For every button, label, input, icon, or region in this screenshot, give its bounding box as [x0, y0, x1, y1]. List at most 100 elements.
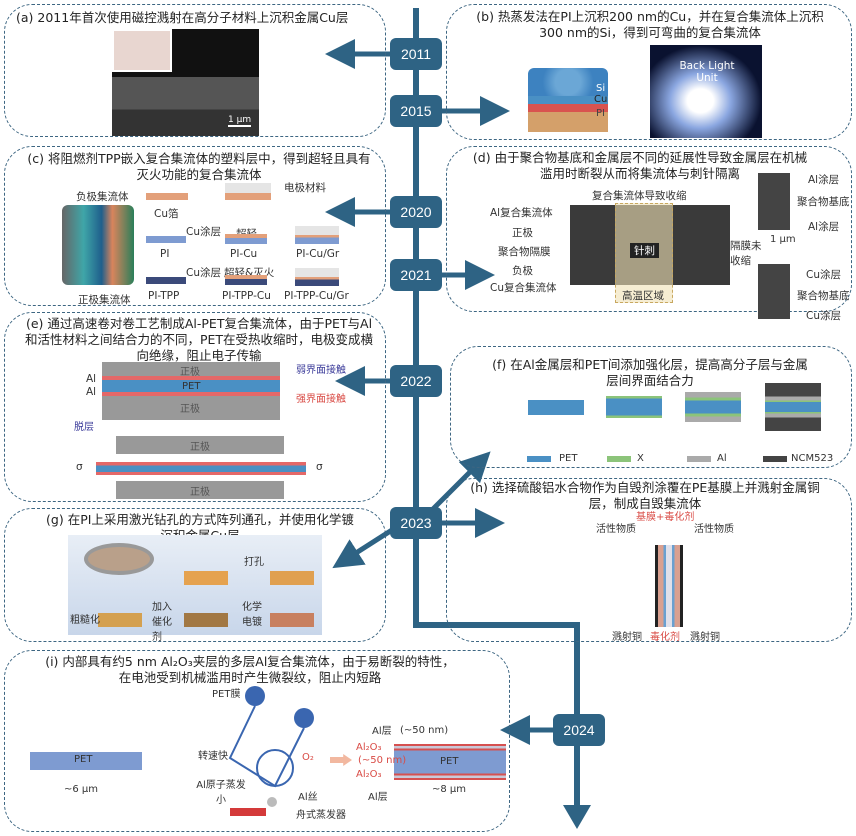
year-badge-2021: 2021 — [390, 259, 442, 291]
i-al2o3-thick: (~50 nm) — [358, 755, 407, 766]
cathode-label-d: 正极 — [512, 227, 533, 239]
legend-swatch-pet — [527, 456, 551, 462]
i-al-small-label: Al原子蒸发小 — [196, 780, 246, 806]
row3-end: PI-TPP-Cu/Gr — [284, 290, 349, 302]
i-fast-label: 转速快 — [198, 751, 228, 762]
h-top-label: 基膜+毒化剂 — [636, 512, 695, 523]
hot-zone-label: 高温区域 — [622, 290, 664, 302]
e-stack-top — [102, 362, 280, 420]
pi-tpp-cu-gr-bar — [295, 268, 339, 286]
cu-electrode — [225, 183, 271, 200]
g-process-figure — [68, 535, 322, 635]
pet-roll-1 — [245, 686, 265, 706]
panel-d — [446, 146, 852, 312]
i-pet-film — [30, 752, 142, 770]
year-badge-2022: 2022 — [390, 365, 442, 397]
panel-c — [4, 146, 386, 306]
g-step-plate: 化学电镀 — [242, 602, 262, 628]
strong-contact: 强界面接触 — [296, 394, 346, 405]
f-step-2 — [606, 396, 662, 418]
al-wire-ball — [267, 797, 277, 807]
separator-label: 聚合物隔膜 — [498, 246, 551, 258]
row2-start: PI — [160, 248, 170, 260]
h-bottom-left: 溅射铜 — [612, 632, 642, 643]
f-legend: PET X Al NCM523 — [527, 453, 847, 467]
legend-al: Al — [717, 453, 727, 464]
panel-i-title: (i) 内部具有约5 nm Al₂O₃夹层的多层Al复合集流体，由于易断裂的特性… — [45, 654, 455, 685]
row2-step: Cu涂层 — [186, 226, 221, 238]
legend-swatch-x — [607, 456, 631, 462]
sigma-left: σ — [76, 461, 83, 473]
h-bottom-right: 溅射铜 — [690, 632, 720, 643]
i-o2-label: O₂ — [302, 752, 314, 763]
layer-stack-b — [528, 68, 608, 132]
al-stack-top: Al涂层 — [808, 174, 840, 186]
legend-pet: PET — [559, 453, 578, 464]
neg-collector-label: 负极集流体 — [76, 191, 129, 203]
panel-b — [446, 4, 852, 140]
row2-mid: PI-Cu — [230, 248, 258, 260]
i-al-thick: (~50 nm) — [400, 725, 449, 736]
layer-si: Si — [596, 83, 606, 94]
cu-stack-bot: Cu涂层 — [806, 310, 841, 322]
sigma-right: σ — [316, 461, 323, 473]
delamination-label: 脱层 — [74, 422, 94, 433]
film-path — [228, 705, 305, 788]
year-badge-2015: 2015 — [390, 95, 442, 127]
sem-al — [758, 173, 790, 230]
cu-foil — [146, 193, 188, 200]
row3-mid: PI-TPP-Cu — [222, 290, 271, 302]
pi-sheet — [184, 571, 228, 585]
cu-stack-mid: 聚合物基底 — [797, 290, 850, 302]
sem-cu — [758, 264, 790, 319]
row2-end: PI-Cu/Gr — [296, 248, 340, 260]
legend-x: X — [637, 453, 644, 464]
cu-foil-label: Cu箔 — [154, 208, 179, 220]
weak-contact: 弱界面接触 — [296, 365, 346, 376]
coin-cell — [84, 543, 154, 575]
panel-g — [4, 508, 386, 642]
g-step-rough: 粗糙化 — [70, 615, 100, 626]
h-collector-stack — [655, 545, 683, 627]
i-al-wire-label: Al丝 — [298, 792, 318, 803]
boat-evaporator — [230, 808, 266, 816]
year-badge-2024: 2024 — [553, 714, 605, 746]
i-al-layer-top: Al层 — [372, 726, 392, 737]
e-cathode-box-1 — [116, 436, 284, 454]
cu-stack-top: Cu涂层 — [806, 269, 841, 281]
timeline-spine — [413, 8, 419, 628]
pi-tpp-cu-bar — [225, 275, 267, 285]
panel-d-title: (d) 由于聚合物基底和金属层不同的延展性导致金属层在机械滥用时断裂从而将集流体… — [472, 150, 808, 181]
legend-ncm523: NCM523 — [791, 453, 834, 464]
e-cathode-box-2 — [116, 481, 284, 499]
shrink-label: 复合集流体导致收缩 — [592, 190, 687, 202]
pi-perforated — [270, 571, 314, 585]
i-al2o3-bot: Al₂O₃ — [356, 769, 382, 780]
h-active-left: 活性物质 — [596, 524, 636, 535]
cylindrical-cell — [62, 205, 134, 285]
main-drum — [256, 749, 294, 787]
e-cathode-bot: 正极 — [180, 404, 200, 415]
al-cc-label: Al复合集流体 — [490, 207, 553, 219]
g-step-catalyst: 加入催化剂 — [152, 602, 172, 643]
i-boat-label: 舟式蒸发器 — [296, 810, 346, 821]
cu-cc-label: Cu复合集流体 — [490, 282, 557, 294]
scale-bar-a: 1 μm — [228, 115, 252, 127]
panel-f — [450, 346, 852, 468]
panel-a-title: (a) 2011年首次使用磁控溅射在高分子材料上沉积金属Cu层 — [16, 10, 349, 25]
panel-h — [446, 478, 852, 642]
i-pet-label: PET — [74, 754, 93, 765]
year-badge-2023: 2023 — [390, 507, 442, 539]
legend-swatch-ncm — [763, 456, 787, 462]
f-step-3 — [685, 392, 741, 422]
year-badge-2020: 2020 — [390, 196, 442, 228]
e-cathode-top: 正极 — [180, 367, 200, 378]
pet-roll-2 — [294, 708, 314, 728]
layer-pi: PI — [596, 108, 605, 119]
e-cathode-label-2: 正极 — [190, 487, 210, 498]
flexible-sample-photo — [112, 29, 172, 72]
g-step-drill: 打孔 — [244, 557, 264, 568]
needle-label: 针刺 — [630, 243, 659, 258]
i-total-thick: ~8 μm — [432, 784, 467, 795]
e-pet: PET — [182, 381, 201, 392]
